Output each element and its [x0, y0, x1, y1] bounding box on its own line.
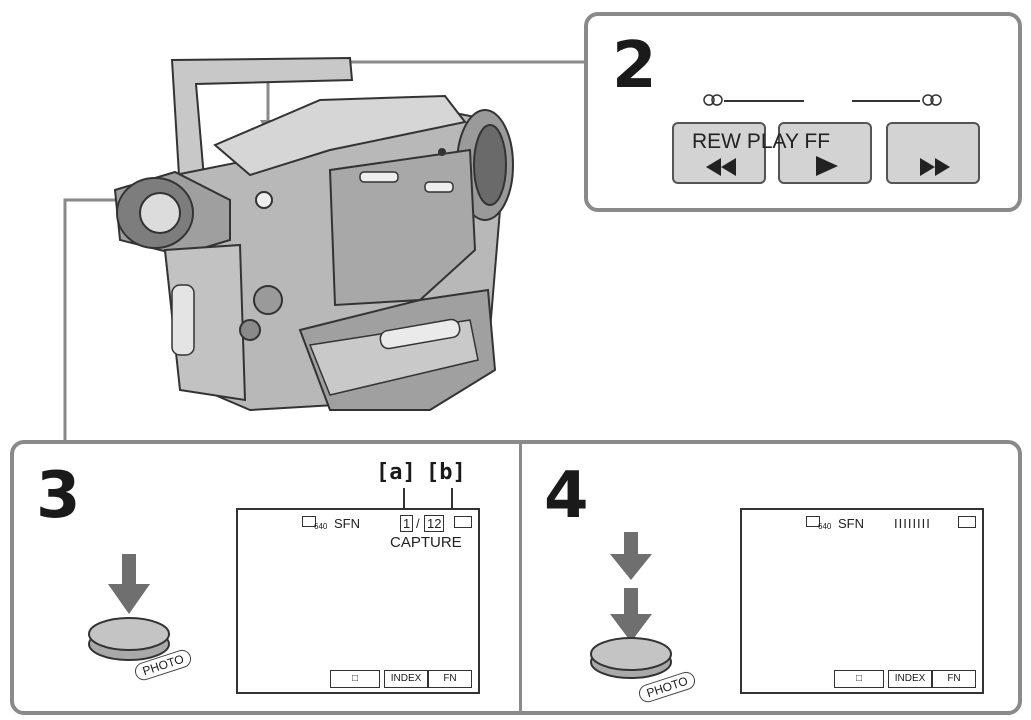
- image-size: 640: [818, 522, 832, 531]
- lcd-fn-button[interactable]: FN: [932, 670, 976, 688]
- callout-a: [a]: [376, 460, 416, 485]
- write-progress: IIIIIIII: [894, 516, 931, 531]
- ff-button[interactable]: [886, 122, 980, 184]
- image-quality: SFN: [838, 516, 864, 531]
- lcd-index-button[interactable]: INDEX: [888, 670, 932, 688]
- rew-button[interactable]: [672, 122, 766, 184]
- lcd-screen-step-3: 640 SFN 1 / 12 CAPTURE □ INDEX FN: [236, 508, 480, 694]
- callout-b-line: [451, 488, 453, 512]
- counter-current: 1: [400, 515, 414, 532]
- memory-stick-icon: [454, 516, 472, 528]
- panel-steps-3-4: 3 [a] [b] 640 SFN 1 / 12 CAPTURE □ INDEX…: [10, 440, 1022, 715]
- tape-reel-icon: [922, 94, 942, 106]
- bracket-line-right: [852, 100, 920, 102]
- buttons-label: REW PLAY FF: [692, 130, 831, 153]
- callout-b: [b]: [426, 460, 466, 485]
- capture-status: CAPTURE: [390, 534, 462, 551]
- step-number-4: 4: [544, 459, 589, 533]
- play-button[interactable]: [778, 122, 872, 184]
- bracket-line-left: [724, 100, 804, 102]
- step-number-2: 2: [612, 29, 657, 103]
- photo-button-icon: [590, 532, 672, 679]
- fast-forward-icon: [920, 158, 950, 176]
- rewind-icon: [706, 158, 736, 176]
- play-icon: [816, 156, 838, 176]
- lcd-fn-button[interactable]: FN: [428, 670, 472, 688]
- panel-step-2: 2 REW PLAY FF: [584, 12, 1022, 212]
- panel-divider: [519, 444, 522, 711]
- lcd-screen-step-4: 640 SFN IIIIIIII □ INDEX FN: [740, 508, 984, 694]
- tape-reel-icon: [703, 94, 723, 106]
- image-size: 640: [314, 522, 328, 531]
- lcd-play-icon-button[interactable]: □: [834, 670, 884, 688]
- callout-a-line: [403, 488, 405, 512]
- photo-button-icon: [88, 554, 170, 661]
- lcd-index-button[interactable]: INDEX: [384, 670, 428, 688]
- counter-separator: /: [416, 516, 420, 531]
- step-number-3: 3: [36, 459, 81, 533]
- down-arrow-icon: [610, 588, 652, 642]
- memory-stick-icon: [958, 516, 976, 528]
- memory-card-icon: [806, 516, 820, 527]
- down-arrow-icon: [108, 554, 150, 614]
- counter-total: 12: [424, 515, 445, 532]
- lcd-play-icon-button[interactable]: □: [330, 670, 380, 688]
- memory-card-icon: [302, 516, 316, 527]
- down-arrow-icon: [610, 532, 652, 580]
- image-quality: SFN: [334, 516, 360, 531]
